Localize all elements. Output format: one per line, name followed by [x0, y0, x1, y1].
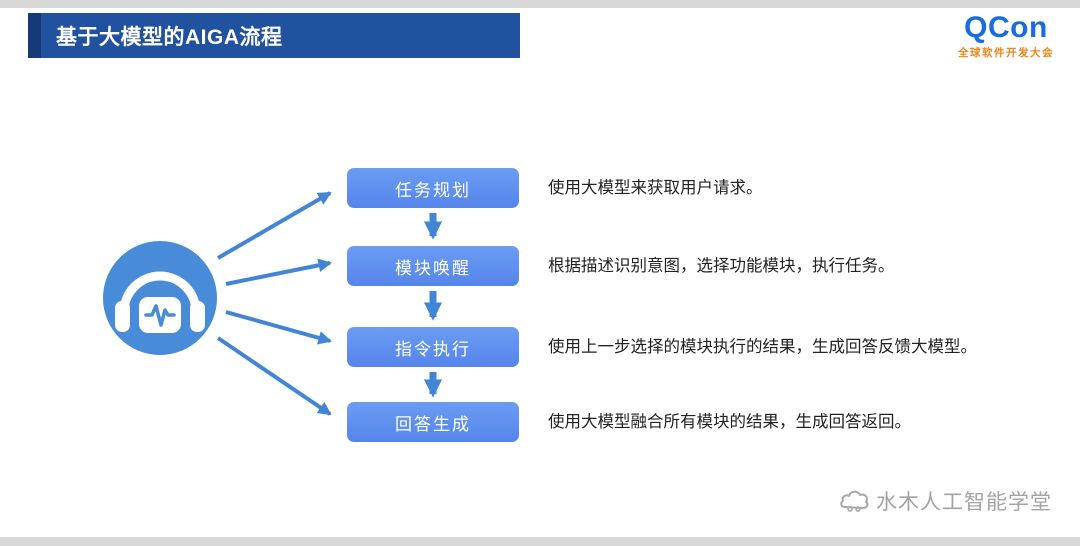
step-box-task-planning: 任务规划 — [347, 168, 519, 208]
step-label: 指令执行 — [395, 339, 471, 359]
step-desc-task-planning: 使用大模型来获取用户请求。 — [548, 179, 763, 197]
headphones-waveform-icon — [103, 241, 217, 355]
step-label: 回答生成 — [395, 414, 471, 434]
step-desc-instruction-execution: 使用上一步选择的模块执行的结果，生成回答反馈大模型。 — [548, 338, 977, 356]
qcon-logo: QCon 全球软件开发大会 — [958, 12, 1054, 60]
header-accent-bar — [28, 13, 41, 58]
qcon-wordmark: QCon — [964, 11, 1048, 44]
step-box-module-wakeup: 模块唤醒 — [347, 246, 519, 286]
step-desc-module-wakeup: 根据描述识别意图，选择功能模块，执行任务。 — [548, 257, 895, 275]
top-gray-strip — [0, 0, 1080, 8]
mascot-icon — [840, 490, 869, 512]
bottom-gray-strip — [0, 537, 1080, 546]
step-box-instruction-execution: 指令执行 — [347, 327, 519, 367]
step-desc-answer-generation: 使用大模型融合所有模块的结果，生成回答返回。 — [548, 413, 911, 431]
qcon-subtitle: 全球软件开发大会 — [958, 47, 1054, 59]
step-label: 模块唤醒 — [395, 258, 471, 278]
step-box-answer-generation: 回答生成 — [347, 402, 519, 442]
watermark: 水木人工智能学堂 — [838, 486, 1052, 516]
page-title: 基于大模型的AIGA流程 — [56, 25, 283, 49]
header-bar: 基于大模型的AIGA流程 — [28, 13, 520, 58]
step-label: 任务规划 — [395, 180, 471, 200]
watermark-text: 水木人工智能学堂 — [876, 491, 1052, 514]
